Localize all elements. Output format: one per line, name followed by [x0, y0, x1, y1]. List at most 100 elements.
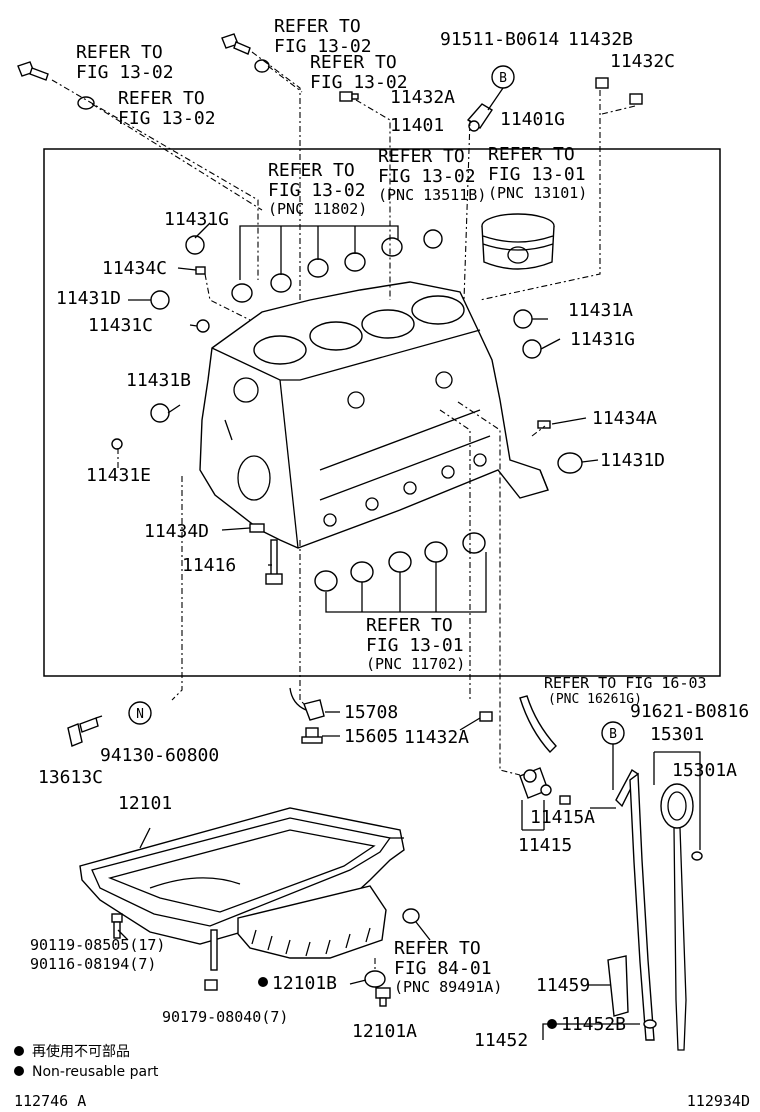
grommet-11459 — [607, 955, 629, 1017]
label-refer-89491: REFER TO — [394, 938, 481, 959]
plug-11431c — [196, 319, 210, 333]
stud-90116 — [210, 929, 218, 971]
label-11432a-mid: 11432A — [404, 727, 469, 748]
dipstick-guide — [615, 768, 655, 1041]
plug-11431e — [111, 438, 123, 450]
legend: 再使用不可部品 Non-reusable part — [14, 1043, 159, 1080]
label-91511: 91511-B0614 — [440, 29, 559, 50]
label-15605: 15605 — [344, 726, 398, 747]
label-refer-11702-fig: FIG 13-01 — [366, 635, 464, 656]
label-refer-89491-fig: FIG 84-01 — [394, 958, 492, 979]
ring-15301a — [691, 851, 703, 861]
label-90116: 90116-08194(7) — [30, 955, 156, 973]
piston — [481, 213, 555, 270]
label-refer-13511: REFER TO — [378, 146, 465, 167]
bolt-11432a-mid — [479, 711, 493, 722]
bolt-11432b — [595, 77, 609, 89]
label-refer-11802: REFER TO — [268, 160, 355, 181]
label-11401g: 11401G — [500, 109, 565, 130]
label-refer-11702: REFER TO — [366, 615, 453, 636]
label-15301: 15301 — [650, 724, 704, 745]
diagram-id: 112934D — [687, 1092, 750, 1110]
plug-11431d-left — [150, 290, 170, 310]
plug-11401g — [466, 103, 493, 132]
bolt-11432c — [629, 93, 643, 105]
non-reusable-marker-12101b — [258, 977, 268, 987]
assembly-frame — [43, 148, 721, 677]
legend-marker-en — [14, 1066, 24, 1076]
plug-11431g-left — [185, 235, 205, 255]
label-11432a-top: 11432A — [390, 87, 455, 108]
dipstick — [660, 783, 694, 1051]
badge-b-top-label: B — [499, 71, 507, 86]
label-refer-1302-d-fig: FIG 13-02 — [310, 72, 408, 93]
label-11434a: 11434A — [592, 408, 657, 429]
pin-11434d — [249, 523, 265, 533]
non-reusable-marker-11452b — [547, 1019, 557, 1029]
label-11432b: 11432B — [568, 29, 633, 50]
label-refer-1603-pnc: (PNC 16261G) — [548, 692, 642, 707]
label-refer-11802-pnc: (PNC 11802) — [268, 200, 367, 218]
drain-plug-12101a — [375, 987, 391, 1007]
bolt-top-center — [221, 33, 251, 55]
bolt-top-left — [17, 61, 49, 81]
gasket-12101b — [364, 970, 386, 988]
legend-text-jp: 再使用不可部品 — [32, 1043, 130, 1060]
bolt-90119 — [111, 913, 123, 939]
label-11431b: 11431B — [126, 370, 191, 391]
bolt-15605 — [301, 727, 323, 744]
bolt-11416 — [265, 539, 283, 585]
nut-90179 — [204, 979, 218, 991]
label-refer-1302-d: REFER TO — [310, 52, 397, 73]
label-11452: 11452 — [474, 1030, 528, 1051]
label-12101: 12101 — [118, 793, 172, 814]
label-refer-11702-pnc: (PNC 11702) — [366, 655, 465, 673]
label-11431a: 11431A — [568, 300, 633, 321]
label-refer-11802-fig: FIG 13-02 — [268, 180, 366, 201]
seal-11431d-right — [557, 452, 583, 474]
label-91621: 91621-B0816 — [630, 701, 749, 722]
label-11416: 11416 — [182, 555, 236, 576]
label-refer-1302-a: REFER TO — [76, 42, 163, 63]
label-11415: 11415 — [518, 835, 572, 856]
label-94130: 94130-60800 — [100, 745, 219, 766]
label-11452b: 11452B — [561, 1014, 626, 1035]
label-12101a: 12101A — [352, 1021, 417, 1042]
label-11431c: 11431C — [88, 315, 153, 336]
ring-11452b — [643, 1019, 657, 1029]
label-refer-1302-b-fig: FIG 13-02 — [118, 108, 216, 129]
figure-code: 112746 A — [14, 1092, 86, 1110]
label-11432c: 11432C — [610, 51, 675, 72]
label-11434d: 11434D — [144, 521, 209, 542]
legend-text-en: Non-reusable part — [32, 1064, 159, 1080]
seal-11431b — [150, 403, 170, 423]
cylinder-block — [199, 281, 549, 549]
label-refer-13101-fig: FIG 13-01 — [488, 164, 586, 185]
upper-bearings — [231, 237, 403, 303]
stud-13613c — [67, 715, 103, 747]
washer-left — [77, 96, 95, 110]
label-13613c: 13613C — [38, 767, 103, 788]
label-refer-13101: REFER TO — [488, 144, 575, 165]
label-11434c: 11434C — [102, 258, 167, 279]
label-11431e: 11431E — [86, 465, 151, 486]
badge-n — [128, 701, 152, 725]
label-90119: 90119-08505(17) — [30, 936, 165, 954]
label-leaders — [117, 222, 610, 986]
label-15708: 15708 — [344, 702, 398, 723]
pin-11434c — [195, 266, 206, 275]
label-11431g-left: 11431G — [164, 209, 229, 230]
oil-pan — [79, 807, 405, 959]
bolt-11432a-top — [339, 91, 359, 102]
label-15301a: 15301A — [672, 760, 737, 781]
label-refer-1603: REFER TO FIG 16-03 — [544, 674, 707, 692]
washer-center — [254, 59, 270, 73]
label-90179: 90179-08040(7) — [162, 1008, 288, 1026]
badge-n-label: N — [136, 707, 144, 722]
label-refer-13511-fig: FIG 13-02 — [378, 166, 476, 187]
label-refer-1302-b: REFER TO — [118, 88, 205, 109]
union-11415 — [519, 767, 571, 805]
label-refer-89491-pnc: (PNC 89491A) — [394, 978, 502, 996]
label-refer-1302-c: REFER TO — [274, 16, 361, 37]
